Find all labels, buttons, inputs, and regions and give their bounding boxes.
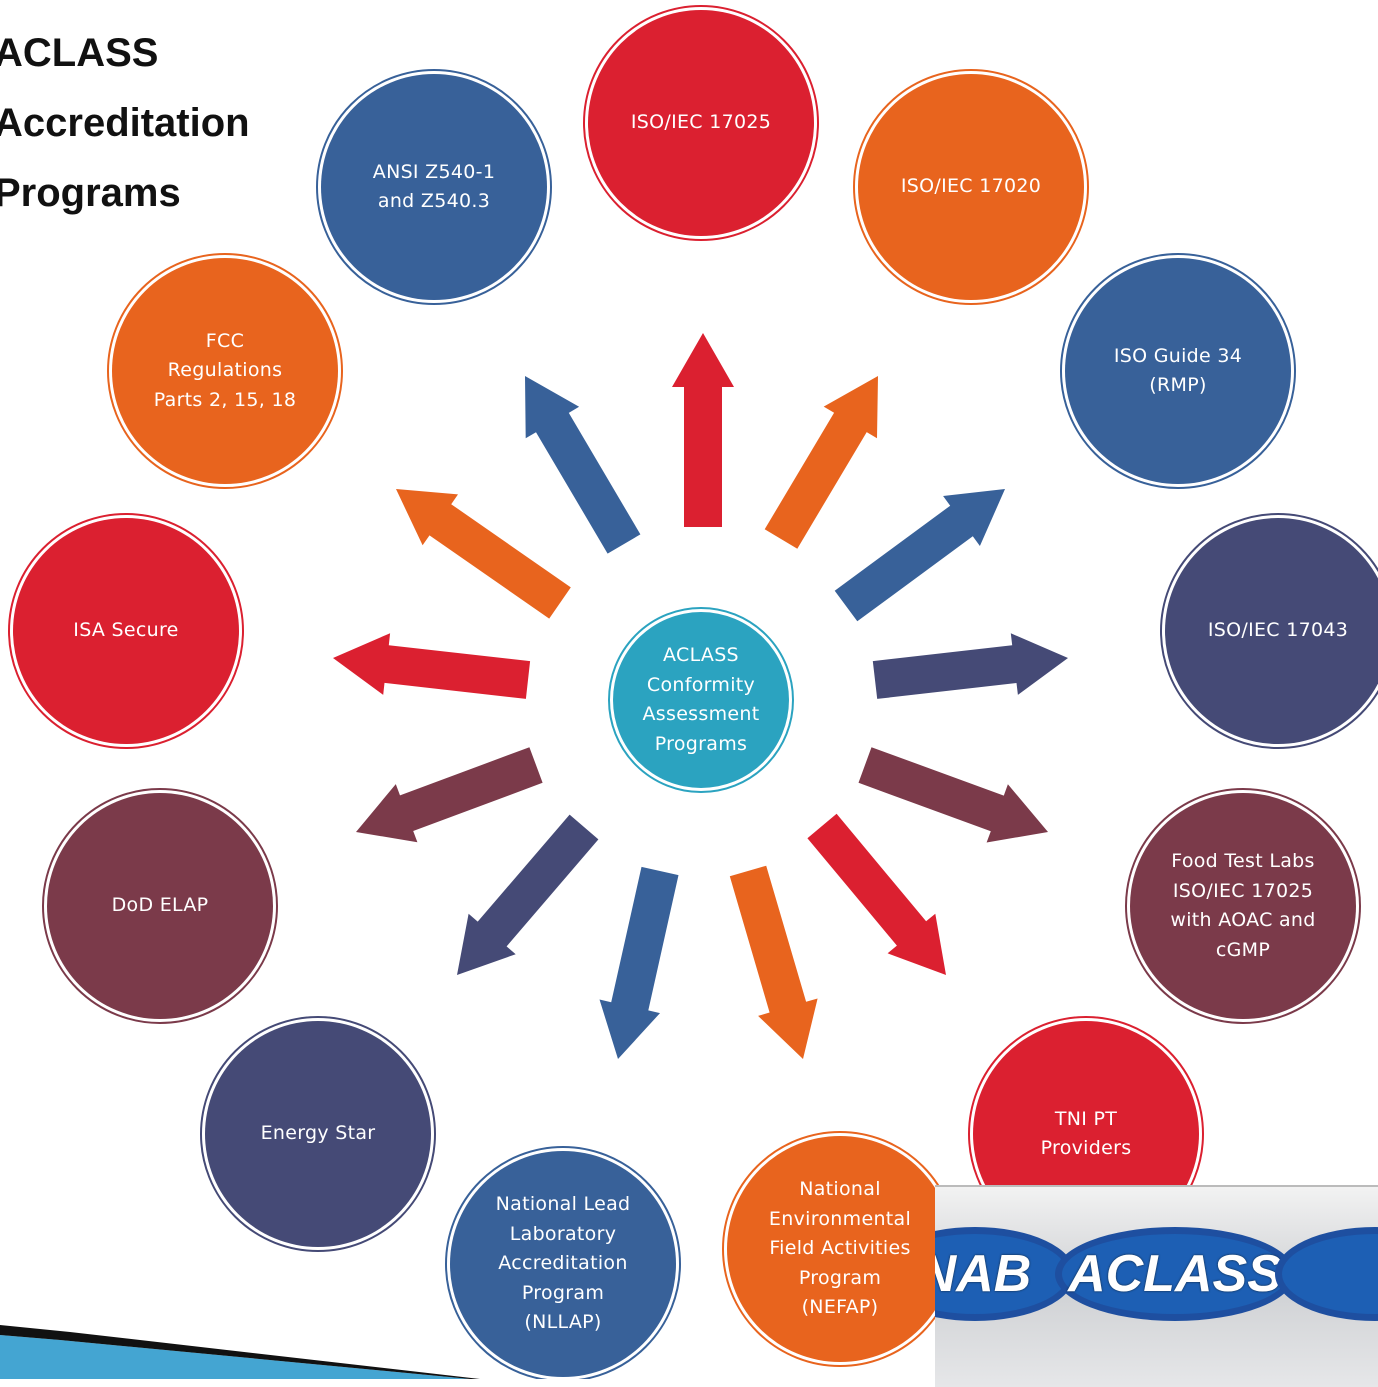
arrow-fcc: [396, 489, 571, 619]
arrow-iso-iec-17025: [672, 333, 734, 527]
arrow-tni-pt: [807, 813, 946, 975]
aclass-logo: ACLASS: [1055, 1227, 1295, 1321]
arrow-energy-star: [457, 814, 599, 975]
program-circle-iso-iec-17020: [853, 69, 1089, 305]
slide-title: ACLASS Accreditation Programs: [0, 18, 250, 228]
logo-banner: NAB ACLASS: [935, 1185, 1378, 1387]
anab-logo: NAB: [935, 1227, 1075, 1321]
arrow-ansi-z540-1: [525, 376, 641, 554]
program-circle-food-test-labs: [1125, 788, 1361, 1024]
arrow-iso-guide-34: [834, 489, 1005, 622]
center-circle: [608, 607, 794, 793]
corner-decoration: [0, 1325, 480, 1379]
arrow-iso-iec-17020: [764, 376, 878, 549]
arrow-national: [729, 865, 818, 1059]
program-circle-iso-iec-17043: [1160, 513, 1378, 749]
partial-logo: [1275, 1227, 1378, 1321]
arrow-national-lead: [599, 866, 679, 1059]
arrow-isa-secure: [333, 633, 531, 699]
arrow-iso-iec-17043: [872, 633, 1068, 699]
title-line-1: ACLASS: [0, 31, 159, 75]
program-circle-national-lead: [445, 1146, 681, 1379]
program-circle-ansi-z540-1: [316, 69, 552, 305]
program-circle-iso-iec-17025: [583, 5, 819, 241]
program-circle-iso-guide-34: [1060, 253, 1296, 489]
program-circle-fcc: [107, 253, 343, 489]
program-circle-national: [722, 1131, 958, 1367]
program-circle-dod-elap: [42, 788, 278, 1024]
arrow-food-test-labs: [858, 747, 1048, 843]
program-circle-isa-secure: [8, 513, 244, 749]
program-circle-energy-star: [200, 1016, 436, 1252]
arrow-dod-elap: [356, 747, 543, 843]
title-line-3: Programs: [0, 171, 181, 215]
title-line-2: Accreditation: [0, 101, 250, 145]
